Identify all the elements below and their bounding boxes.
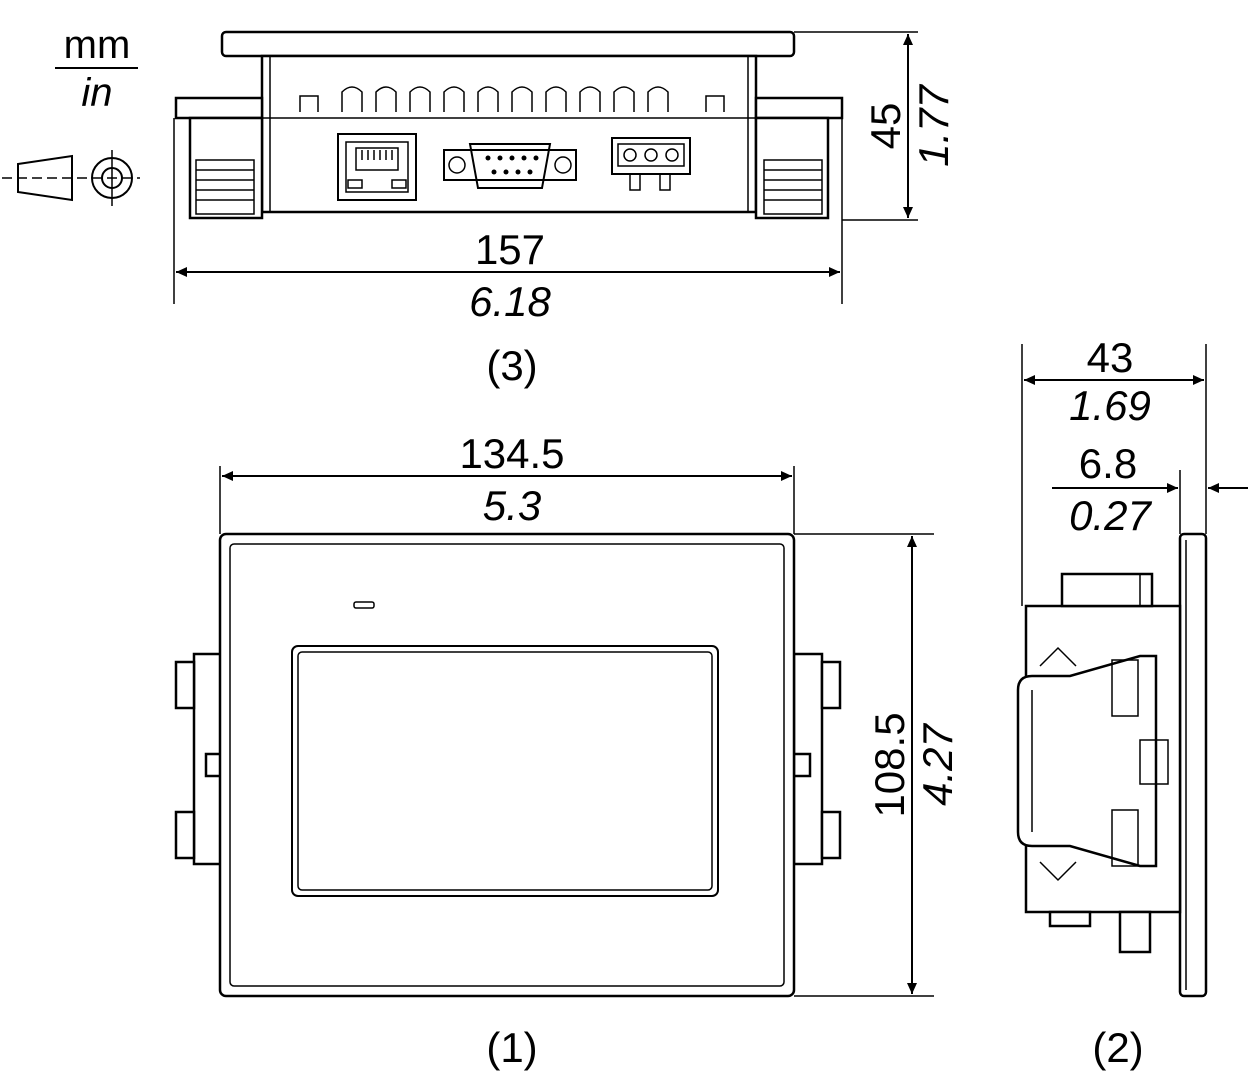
bottom-view-caption: (3) bbox=[486, 342, 537, 389]
right-mounting-clip bbox=[754, 96, 844, 220]
unit-in-label: in bbox=[81, 71, 112, 115]
side-view: 43 1.69 6.8 0.27 (2) bbox=[1016, 334, 1248, 1071]
bottom-width-mm: 157 bbox=[475, 226, 545, 273]
left-mounting-clip bbox=[174, 96, 264, 220]
bottom-width-in: 6.18 bbox=[469, 278, 551, 325]
side-bezel bbox=[1178, 532, 1208, 998]
unit-mm-label: mm bbox=[64, 23, 131, 67]
front-height-mm: 108.5 bbox=[866, 712, 913, 817]
bottom-view: 157 6.18 45 1.77 (3) bbox=[173, 30, 957, 389]
front-view: 134.5 5.3 108.5 4.27 (1) bbox=[174, 430, 961, 1071]
front-bezel bbox=[218, 532, 796, 998]
power-connector-icon bbox=[611, 137, 691, 191]
front-left-clips bbox=[174, 652, 224, 866]
side-view-caption: (2) bbox=[1092, 1024, 1143, 1071]
side-depth-in: 1.69 bbox=[1069, 382, 1151, 429]
side-mounting-clip bbox=[1016, 646, 1169, 882]
units-legend: mm in bbox=[2, 23, 140, 206]
front-right-clips bbox=[792, 652, 842, 866]
side-bezel-mm: 6.8 bbox=[1079, 440, 1137, 487]
vent-fins bbox=[299, 86, 725, 112]
front-width-mm: 134.5 bbox=[459, 430, 564, 477]
side-bezel-in: 0.27 bbox=[1069, 492, 1152, 539]
side-depth-mm: 43 bbox=[1087, 334, 1134, 381]
bottom-view-bezel bbox=[220, 30, 796, 58]
bottom-height-mm: 45 bbox=[862, 103, 909, 150]
ethernet-port-icon bbox=[337, 133, 417, 201]
front-view-caption: (1) bbox=[486, 1024, 537, 1071]
front-height-in: 4.27 bbox=[914, 722, 961, 805]
status-led-icon bbox=[353, 601, 375, 609]
serial-port-icon bbox=[443, 143, 577, 189]
front-width-in: 5.3 bbox=[483, 482, 541, 529]
bottom-height-in: 1.77 bbox=[910, 83, 957, 166]
front-screen bbox=[291, 645, 719, 897]
projection-symbol-icon bbox=[2, 150, 140, 206]
